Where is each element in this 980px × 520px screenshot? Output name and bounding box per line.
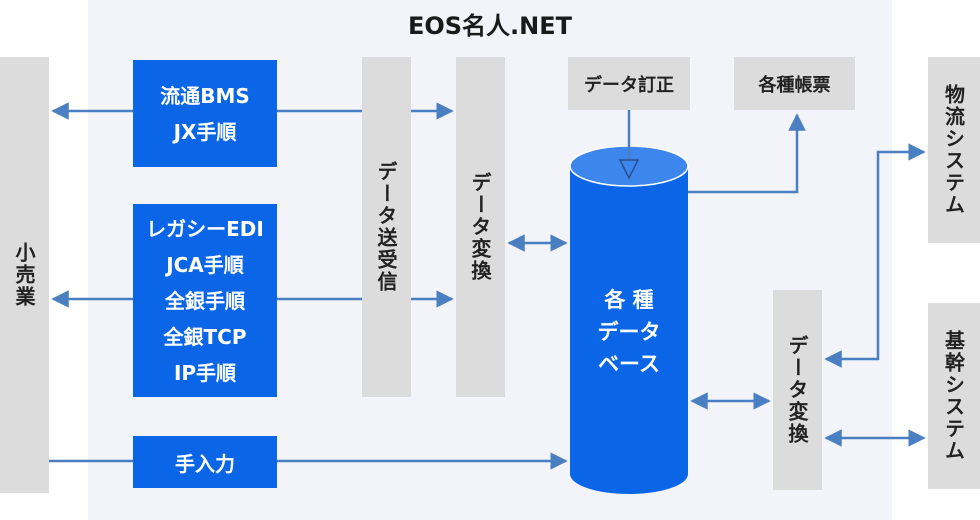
reports-label: 各種帳票 [758,74,831,96]
bms-line-2: JX手順 [173,119,237,144]
retail-box: 小売業 [0,57,49,493]
correction-label: データ訂正 [584,74,674,96]
bms-line-1: 流通BMS [160,83,250,108]
database-line-1: 各 種 [604,288,654,312]
legacy-line-5: IP手順 [173,360,237,385]
send-receive-label: データ送受信 [374,161,398,293]
correction-box: データ訂正 [568,57,690,110]
arrow-correction-head [618,159,640,180]
bms-box: 流通BMS JX手順 [133,60,277,167]
legacy-box: レガシーEDI JCA手順 全銀手順 全銀TCP IP手順 [133,204,277,397]
convert-left-box: データ変換 [456,57,505,397]
database-label: 各 種 データ ベース [570,284,688,380]
convert-left-label: データ変換 [468,172,492,282]
logistics-box: 物流システム [928,57,980,243]
reports-box: 各種帳票 [734,57,855,110]
diagram-title: EOS名人.NET [407,12,573,40]
core-label: 基幹システム [941,330,966,462]
database-line-2: データ [597,320,661,344]
convert-right-box: データ変換 [773,290,822,490]
manual-input-box: 手入力 [133,436,277,488]
retail-label: 小売業 [12,242,36,308]
send-receive-box: データ送受信 [362,57,411,397]
database-line-3: ベース [598,352,660,376]
convert-right-label: データ変換 [785,335,809,445]
legacy-line-2: JCA手順 [166,252,244,277]
manual-input-label: 手入力 [175,451,235,476]
legacy-line-1: レガシーEDI [146,216,264,241]
arrow-database-to-reports [688,113,806,194]
legacy-line-3: 全銀手順 [165,288,245,313]
legacy-line-4: 全銀TCP [163,324,247,349]
logistics-label: 物流システム [941,84,966,216]
arrow-convert-right-logistics [824,143,926,368]
core-box: 基幹システム [928,303,980,489]
